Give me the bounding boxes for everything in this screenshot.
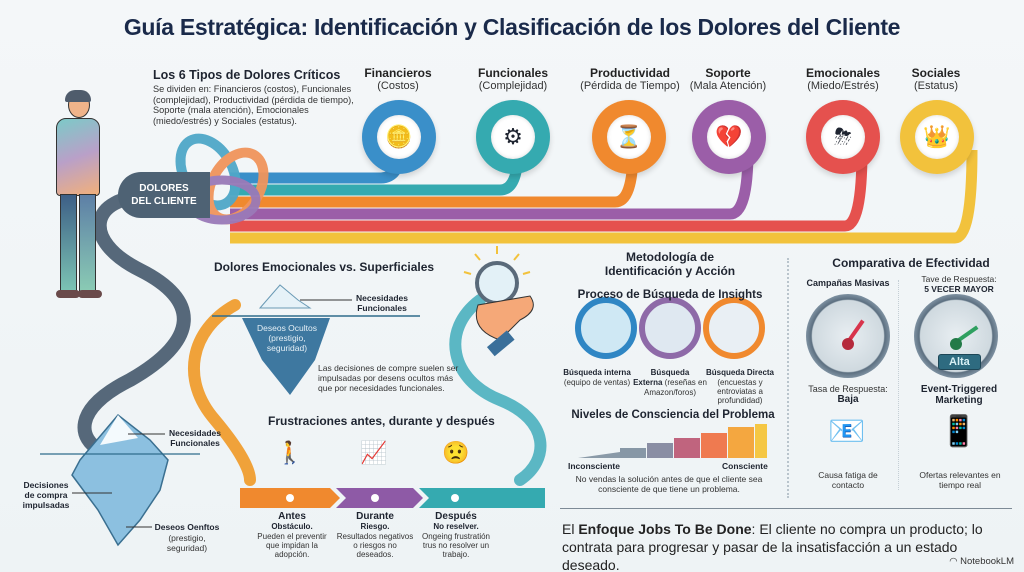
awareness-caption: No vendas la solución antes de que el cl…	[575, 474, 763, 494]
stage-durante: Durante Riesgo. Resultados negativos o r…	[336, 511, 414, 560]
stage-despues: Después No reselver. Ongeing frustratión…	[421, 511, 491, 560]
step-direct-search: Búsqueda Directa (encuestas y entroviata…	[705, 368, 775, 405]
high-response-gauge: Alta	[914, 294, 998, 378]
comparison-divider	[898, 280, 899, 490]
process-heading: Proceso de Búsqueda de Insights	[577, 289, 763, 301]
intro-body: Se dividen en: Financieros (costos), Fun…	[153, 84, 354, 126]
intro-heading: Los 6 Tipos de Dolores Críticos	[153, 68, 341, 82]
category-funcionales: Funcionales (Complejidad)	[477, 66, 548, 92]
ring-sociales: 👑	[900, 100, 974, 174]
high-rate-value: 5 VECER MAYOR	[924, 284, 994, 294]
clock-hourglass-icon: ⏳	[607, 115, 651, 159]
crown-icon: 👑	[915, 115, 959, 159]
storm-cloud-icon: ⛈	[821, 115, 865, 159]
coins-stack-icon: 🪙	[377, 115, 421, 159]
iceberg2-tip-label: Necesidades Funcionales	[169, 428, 221, 448]
frustrated-person-icon: 😟	[442, 440, 470, 465]
high-caption: Ofertas relevantes en tiempo real	[919, 470, 1001, 490]
comparison-heading: Comparativa de Efectividad	[832, 256, 990, 270]
awareness-left-label: Inconsciente	[568, 461, 620, 471]
person-phone-checkmark-icon: 📱	[940, 415, 978, 448]
category-emocionales: Emocionales (Miedo/Estrés)	[805, 66, 881, 92]
category-productividad: Productividad (Pérdida de Tiempo)	[580, 66, 680, 92]
emotional-caption: Las decisiones de compre suelen ser impu…	[318, 363, 459, 393]
iceberg2-bottom-sub: (prestigio, seguridad)	[166, 533, 208, 553]
category-soporte: Soporte (Mala Atención)	[689, 66, 767, 92]
warning-trend-icon: 📈	[360, 440, 388, 465]
high-rate-label: Tave de Respuesta:	[921, 274, 997, 284]
awareness-heading: Niveles de Consciencia del Problema	[571, 409, 775, 421]
low-rate-label: Tasa de Respuesta:	[808, 384, 888, 394]
methodology-heading: Metodología de Identificación y Acción	[604, 250, 736, 278]
overwhelmed-person-emails-icon: 📧	[828, 415, 866, 448]
low-response-gauge	[806, 294, 890, 378]
iceberg2-middle-label: Decisiones de compra impulsadas	[22, 480, 70, 510]
footer-divider	[560, 508, 1012, 509]
ring-productividad: ⏳	[592, 100, 666, 174]
emotional-heading: Dolores Emocionales vs. Superficiales	[214, 260, 435, 274]
ring-emocionales: ⛈	[806, 100, 880, 174]
jtbd-footer: El Enfoque Jobs To Be Done: El cliente n…	[562, 521, 983, 572]
notebooklm-logo-icon: ◠	[949, 556, 961, 567]
ring-funcionales: ⚙	[476, 100, 550, 174]
gears-icon: ⚙	[491, 115, 535, 159]
thinking-person-illustration	[42, 90, 112, 302]
customer-pains-label: DOLORES DEL CLIENTE	[118, 172, 210, 218]
event-triggered-title: Event-Triggered Marketing	[920, 384, 998, 406]
ring-soporte: 💔	[692, 100, 766, 174]
iceberg2-bottom-label: Deseos Oenftos	[154, 522, 220, 532]
step-external-search: Búsqueda Externa (reseñas en Amazon/foro…	[633, 368, 707, 397]
ring-financieros: 🪙	[362, 100, 436, 174]
section-divider-vertical	[787, 258, 789, 498]
high-badge: Alta	[938, 354, 981, 370]
brand-watermark: ◠ NotebookLM	[949, 556, 1014, 567]
category-sociales: Sociales (Estatus)	[911, 66, 961, 92]
mass-campaigns-title: Campañas Masivas	[806, 278, 890, 288]
iceberg-hidden-label: Deseos Ocultos (prestigio, seguridad)	[257, 323, 317, 353]
awareness-right-label: Consciente	[722, 461, 768, 471]
low-caption: Causa fatiga de contacto	[818, 470, 878, 490]
walking-signpost-icon: 🚶	[276, 440, 304, 465]
intro-block: Los 6 Tipos de Dolores Críticos Se divid…	[153, 68, 363, 126]
stage-antes: Antes Obstáculo. Pueden el preventir que…	[257, 511, 327, 560]
category-financieros: Financieros (Costos)	[364, 66, 432, 92]
frustrations-heading: Frustraciones antes, durante y después	[268, 414, 495, 428]
page-title: Guía Estratégica: Identificación y Clasi…	[123, 14, 901, 40]
broken-heart-headset-icon: 💔	[707, 115, 751, 159]
iceberg-tip-label: Necesidades Funcionales	[356, 293, 408, 313]
low-rate-value: Baja	[837, 394, 859, 405]
step-internal-search: Búsqueda interna (equipo de ventas)	[563, 368, 631, 387]
